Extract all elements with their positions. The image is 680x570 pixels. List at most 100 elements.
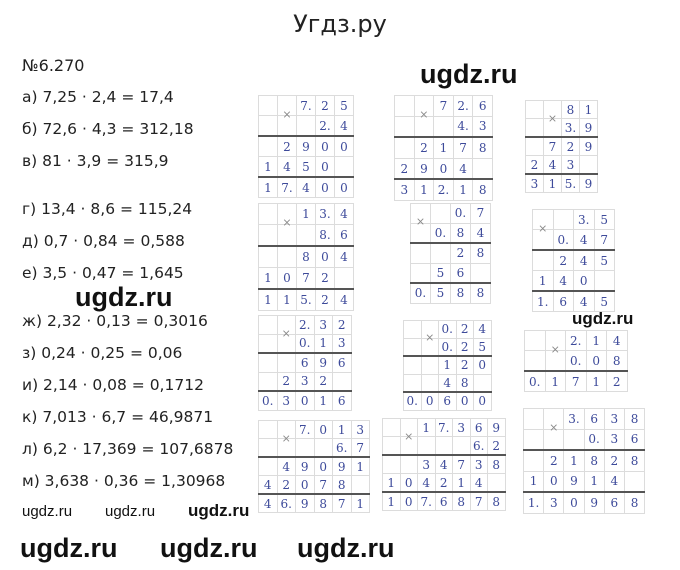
grid-cell (258, 95, 278, 116)
grid-cell: 8 (487, 454, 506, 474)
grid-cell: 3 (543, 491, 565, 514)
multiply-sign: × (420, 329, 439, 348)
grid-cell (258, 245, 278, 268)
grid-cell: 2. (565, 330, 587, 351)
grid-cell (452, 436, 471, 456)
grid-cell: 0 (563, 491, 585, 514)
grid-cell (350, 475, 370, 495)
grid-cell: 4 (606, 330, 628, 351)
grid-row: 8.6 (258, 224, 354, 247)
grid-cell: 0 (573, 270, 595, 292)
grid-cell: 2 (455, 337, 474, 357)
grid-cell: 0 (473, 355, 492, 375)
grid-cell: 3 (417, 454, 436, 474)
multiply-sign: × (544, 339, 566, 360)
grid-cell: 2. (315, 115, 335, 137)
grid-cell: 6 (603, 491, 625, 514)
equation-line: г) 13,4 · 8,6 = 115,24 (22, 200, 193, 218)
grid-cell: 1 (452, 473, 471, 493)
multiply-sign: × (276, 324, 296, 344)
grid-cell (473, 373, 492, 393)
grid-cell: 2 (413, 136, 435, 159)
grid-cell: 0. (552, 229, 574, 251)
grid-cell: 1 (583, 470, 605, 493)
grid-cell: 3 (472, 115, 493, 138)
grid-cell: 0 (473, 391, 492, 411)
grid-row: 2.4 (258, 115, 354, 137)
grid-cell: 0 (399, 491, 418, 511)
grid-row: 4.3 (394, 115, 493, 138)
grid-cell: 1 (543, 173, 562, 193)
grid-cell: 0 (313, 420, 333, 439)
grid-cell: 4 (543, 155, 562, 175)
equation-line: в) 81 · 3,9 = 315,9 (22, 152, 169, 170)
grid-cell: 0. (438, 337, 457, 357)
grid-cell: 3 (452, 418, 471, 437)
multiply-sign: × (399, 427, 418, 446)
grid-cell: 5 (430, 282, 451, 304)
equation-line: к) 7,013 · 6,7 = 46,9871 (22, 408, 214, 426)
grid-cell: 6 (295, 352, 315, 373)
grid-cell (394, 95, 415, 117)
grid-cell: 3. (561, 118, 580, 138)
grid-cell: 0 (543, 470, 565, 493)
grid-cell: 0 (315, 176, 335, 198)
grid-cell: 2 (276, 475, 296, 495)
grid-cell (258, 456, 278, 476)
grid-cell: 1 (438, 355, 457, 375)
grid-cell: 6 (434, 491, 453, 511)
grid-cell: 4 (296, 176, 316, 198)
grid-cell: 4 (258, 493, 278, 513)
grid-cell: 4 (334, 288, 354, 311)
grid-cell: 9 (563, 470, 585, 493)
grid-cell: 4 (473, 320, 492, 339)
grid-cell: 0. (583, 428, 605, 451)
grid-cell: 7. (434, 418, 453, 437)
grid-cell: 7 (332, 493, 352, 513)
grid-cell (552, 209, 574, 230)
grid-cell: 2 (543, 449, 565, 472)
grid-cell: 5 (593, 209, 615, 230)
watermark: ugdz.ru (105, 503, 156, 520)
grid-cell: 6 (438, 391, 457, 411)
grid-cell: 2 (525, 155, 544, 175)
grid-cell: 4 (452, 157, 474, 180)
grid-cell: 1 (585, 370, 607, 392)
grid-cell: 3 (603, 408, 625, 430)
grid-cell: 9 (295, 456, 315, 476)
grid-cell: 8 (623, 408, 646, 430)
grid-cell (417, 436, 436, 456)
grid-cell (522, 408, 545, 430)
multiply-sign: × (543, 417, 565, 439)
grid-cell (470, 262, 491, 284)
grid-cell: 1 (296, 203, 316, 225)
grid-cell: 2 (394, 157, 415, 180)
grid-cell: 6 (472, 95, 493, 117)
watermark: ugdz.ru (160, 533, 258, 563)
grid-cell: 8. (315, 224, 335, 247)
grid-cell (277, 245, 297, 268)
grid-cell: 8 (472, 178, 493, 201)
grid-cell (258, 352, 278, 373)
grid-cell: 5. (561, 173, 580, 193)
watermark: ugdz.ru (20, 533, 118, 563)
grid-cell: 5. (296, 288, 316, 311)
equation-line: з) 0,24 · 0,25 = 0,06 (22, 344, 183, 362)
grid-cell (623, 470, 646, 493)
grid-cell: 1 (313, 390, 333, 411)
grid-cell: 0. (524, 370, 546, 392)
grid-row: 6.7 (258, 438, 370, 458)
